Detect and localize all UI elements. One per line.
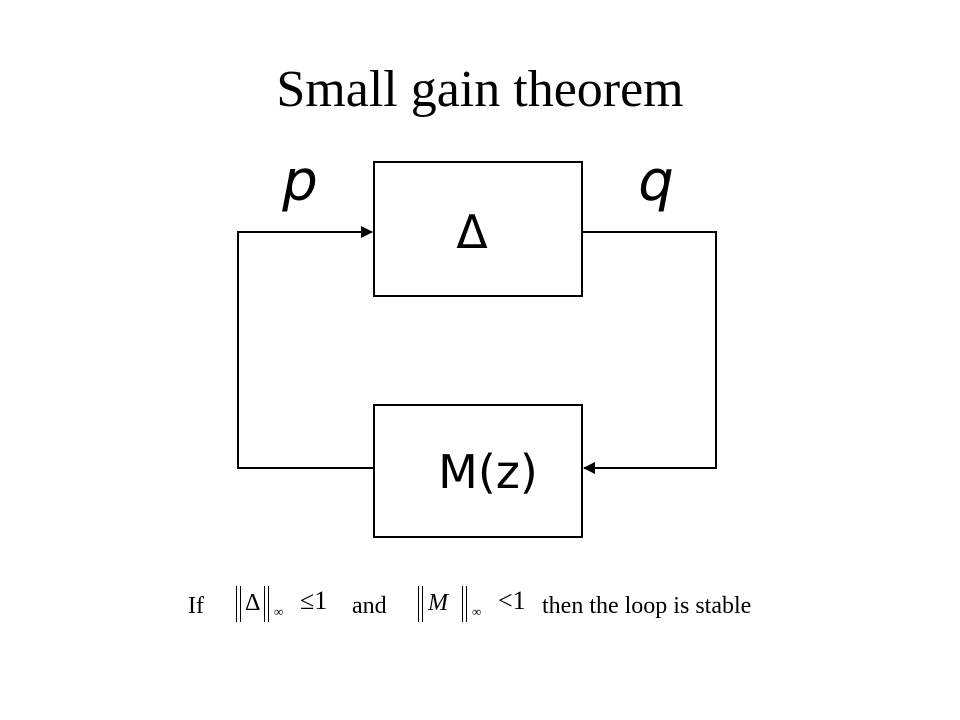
- norm-m-symbol: M: [428, 590, 448, 616]
- plant-block: [373, 404, 583, 538]
- norm-delta-symbol: Δ: [245, 590, 261, 616]
- caption-and: and: [352, 593, 387, 619]
- norm-bar-left-inner: [240, 586, 241, 622]
- input-signal-line: [237, 226, 374, 469]
- norm-bar-left-outer: [418, 586, 419, 622]
- delta-block: [373, 161, 583, 297]
- norm-bar-right-outer: [268, 586, 269, 622]
- plant-block-label: M(z): [438, 445, 538, 499]
- norm-bar-right-inner: [264, 586, 265, 622]
- norm-m-subscript: ∞: [472, 604, 482, 619]
- norm-bar-left-inner: [422, 586, 423, 622]
- signal-label-p: p: [281, 149, 318, 214]
- norm-bar-right-outer: [466, 586, 467, 622]
- norm-bar-left-outer: [236, 586, 237, 622]
- signal-label-q: q: [638, 149, 674, 214]
- norm-m-relation: <1: [498, 586, 526, 615]
- norm-delta-subscript: ∞: [274, 604, 284, 619]
- norm-delta-expression: Δ ∞ ≤1: [232, 584, 342, 626]
- delta-block-label: Δ: [456, 205, 488, 259]
- output-signal-line: [582, 231, 717, 474]
- norm-m-expression: M ∞ <1: [414, 584, 538, 626]
- norm-delta-relation: ≤1: [300, 586, 328, 615]
- caption-if: If: [188, 593, 204, 619]
- norm-bar-right-inner: [462, 586, 463, 622]
- slide-title: Small gain theorem: [276, 61, 684, 118]
- caption-conclusion: then the loop is stable: [542, 593, 752, 619]
